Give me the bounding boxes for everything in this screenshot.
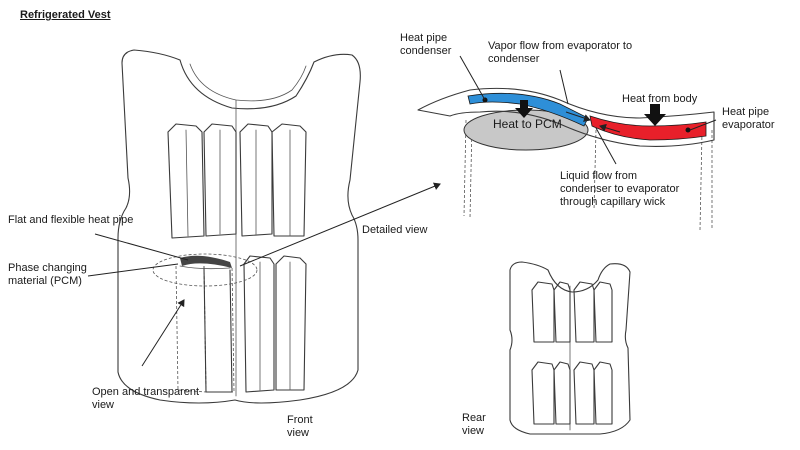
heat-to-pcm-arrow <box>515 100 533 118</box>
front-heat-pipe <box>180 255 232 268</box>
heat-pipe-body <box>417 87 715 147</box>
heat-from-body-arrow <box>644 104 666 126</box>
figure-title: Refrigerated Vest <box>20 9 111 21</box>
condenser-section <box>467 92 589 127</box>
open-view-outline <box>152 253 258 287</box>
label-flat-heat-pipe: Flat and flexible heat pipe <box>8 214 134 226</box>
detailed-view <box>417 87 715 231</box>
rear-vest <box>509 261 631 435</box>
label-liquid-flow: Liquid flow from condenser to evaporator… <box>560 170 680 208</box>
evaporator-section <box>589 115 707 141</box>
lower-pockets <box>175 255 307 393</box>
label-pcm: Phase changing material (PCM) <box>8 262 87 287</box>
label-front-view: Front view <box>287 414 313 439</box>
label-detailed-view: Detailed view <box>362 224 428 236</box>
rear-upper-pockets <box>531 281 613 343</box>
leader-lines <box>87 55 717 367</box>
rear-lower-pockets <box>531 361 613 425</box>
label-heat-pipe-condenser: Heat pipe condenser <box>400 32 452 57</box>
label-rear-view: Rear view <box>462 412 486 437</box>
front-vest <box>117 49 361 404</box>
label-heat-from-body: Heat from body <box>622 93 698 105</box>
label-vapor-flow: Vapor flow from evaporator to condenser <box>488 40 633 65</box>
label-open-view: Open and transparent view <box>92 386 200 411</box>
upper-pockets <box>167 123 307 239</box>
label-heat-pipe-evaporator: Heat pipe evaporator <box>722 106 775 131</box>
label-heat-to-pcm: Heat to PCM <box>493 117 562 131</box>
